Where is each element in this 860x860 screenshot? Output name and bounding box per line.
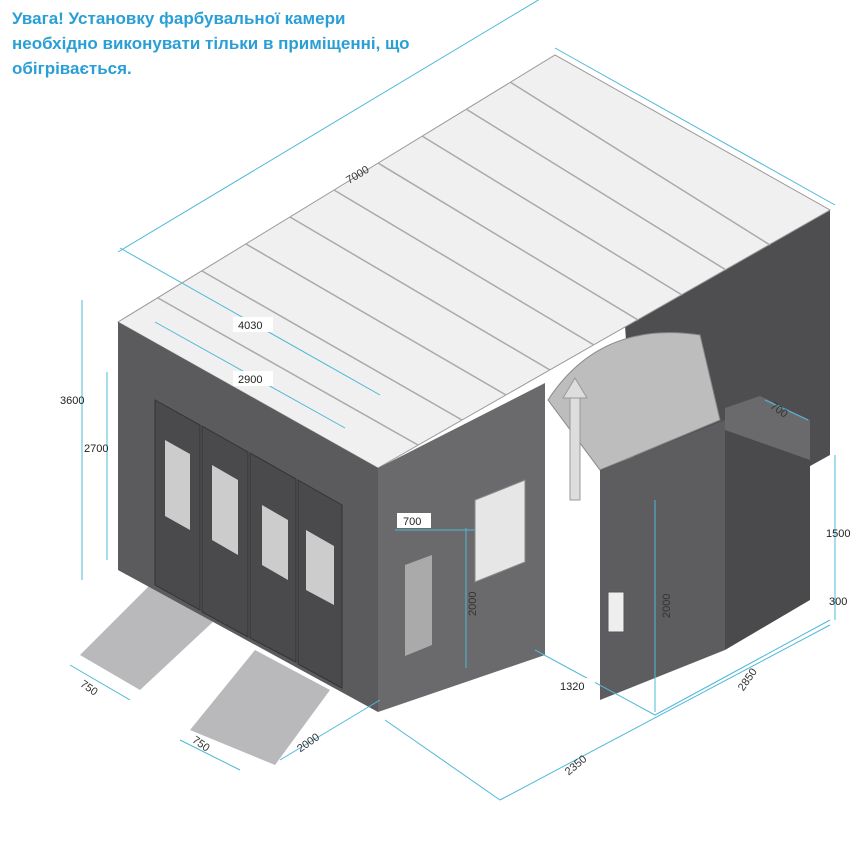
control-cabinet <box>474 479 526 583</box>
dim-side-panel: 700 <box>403 516 421 528</box>
warning-line-1: Увага! Установку фарбувальної камери <box>12 9 346 28</box>
dim-annex-depth: 2850 <box>736 666 760 693</box>
dim-side-door-height: 2000 <box>467 592 479 616</box>
exhaust-pipe <box>569 394 581 501</box>
dim-width-door: 2900 <box>238 374 262 386</box>
dim-height-total: 3600 <box>60 395 84 407</box>
side-vent <box>405 555 432 656</box>
dim-ramp-width-left: 750 <box>78 678 100 698</box>
dimension-lines <box>69 0 836 801</box>
exhaust-arrow <box>562 377 588 399</box>
dim-base-height: 300 <box>829 596 847 608</box>
dim-floor-depth: 2350 <box>563 753 589 778</box>
ramp-right <box>190 650 330 765</box>
duct-box <box>725 396 810 460</box>
warning-line-3: обігрівається. <box>12 59 132 78</box>
annex-front <box>600 420 725 700</box>
dim-width-outer: 4030 <box>238 320 262 332</box>
dim-height-door: 2700 <box>84 443 108 455</box>
annex-side <box>725 420 810 650</box>
exhaust-duct <box>547 332 721 471</box>
dim-ramp-length: 2000 <box>295 731 322 755</box>
roof-panels <box>157 81 771 446</box>
door-windows <box>165 440 334 605</box>
dim-annex-length: 1320 <box>560 681 584 693</box>
warning-line-2: необхідно виконувати тільки в приміщенні… <box>12 34 410 53</box>
installation-warning: Увага! Установку фарбувальної камери нео… <box>12 6 452 81</box>
dim-annex-height: 2000 <box>661 594 673 618</box>
annex-control <box>607 591 625 633</box>
ramp-left <box>80 585 215 690</box>
dim-duct-height: 1500 <box>826 528 850 540</box>
